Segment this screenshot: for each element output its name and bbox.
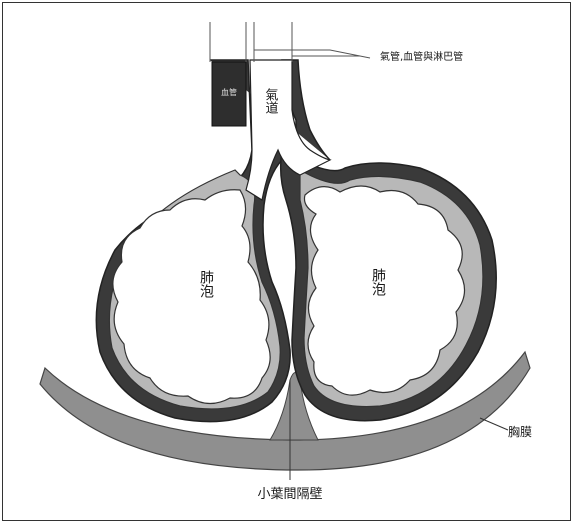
vessels-label: 氣管,血管與淋巴管 <box>380 50 463 63</box>
septum-label: 小葉間隔壁 <box>257 487 322 502</box>
vessel-inner-label: 血管 <box>221 87 237 97</box>
trachea-label: 氣道 <box>263 88 279 114</box>
pleura-leader <box>480 418 508 430</box>
vessels-leader <box>254 50 370 58</box>
alveolus-left-label: 肺泡 <box>198 270 214 298</box>
pleura-label: 胸膜 <box>508 424 532 439</box>
alveolus-right-label: 肺泡 <box>370 268 386 296</box>
